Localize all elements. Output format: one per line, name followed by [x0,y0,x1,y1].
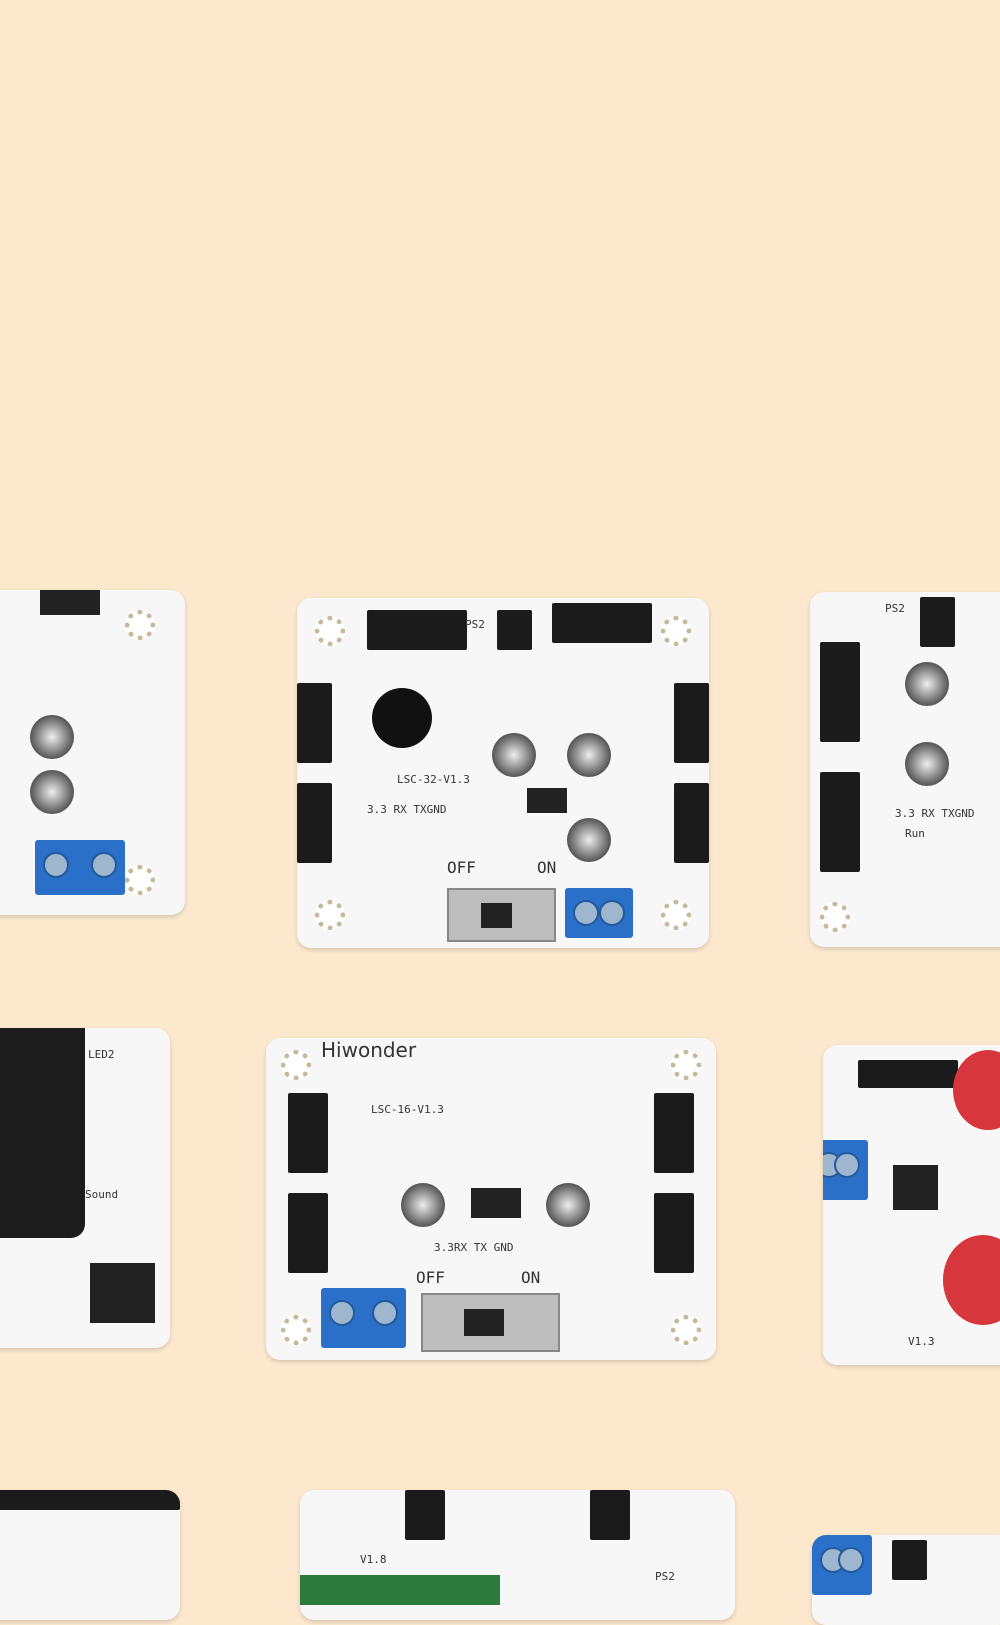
power-terminal [321,1288,406,1348]
run-label: Run [905,827,925,840]
ps2-label: PS2 [465,618,485,631]
pcb-bottom-mid: V1.8 PS2 [300,1490,735,1620]
pcb-right-mid: V1.3 [823,1045,1000,1365]
led-label: LED2 [88,1048,115,1061]
serial-label: 3.3RX TX GND [434,1241,514,1254]
pcb-lsc32: PS2 LSC-32-V1.3 3.3 RX TXGND OFF ON [297,598,709,948]
on-label: ON [521,1268,541,1287]
pcb-left-mid: LED2 Sound [0,1028,170,1348]
pcb-right-bottom [812,1535,1000,1625]
power-switch [421,1293,560,1352]
version-label: V1.3 [908,1335,935,1348]
ps2-label: PS2 [655,1570,675,1583]
off-label: OFF [447,858,476,877]
pcb-left-bottom [0,1490,180,1620]
sound-label: Sound [85,1188,119,1201]
serial-label: 3.3 RX TXGND [367,803,447,816]
off-label: OFF [416,1268,445,1287]
model-label: LSC-32-V1.3 [397,773,470,786]
pcb-right-top: PS2 3.3 RX TXGND Run [810,592,1000,947]
power-terminal [565,888,633,938]
power-switch [447,888,556,942]
pcb-left-top [0,590,185,915]
buzzer [372,688,432,748]
ps2-label: PS2 [885,602,905,615]
version-label: V1.8 [360,1553,387,1566]
pcb-lsc16: Hiwonder LSC-16-V1.3 3.3RX TX GND OFF ON [266,1038,716,1360]
on-label: ON [537,858,557,877]
brand-logo: Hiwonder [321,1038,417,1062]
serial-label: 3.3 RX TXGND [895,807,975,820]
model-label: LSC-16-V1.3 [371,1103,444,1116]
power-terminal [35,840,125,895]
